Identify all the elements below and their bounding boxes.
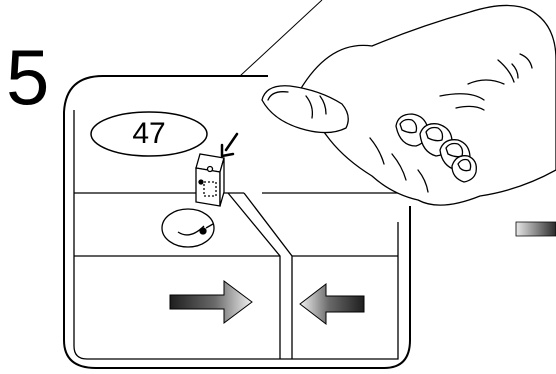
arrow-down-icon — [220, 132, 239, 158]
latch-part — [195, 153, 225, 207]
panel-frame — [63, 75, 411, 369]
part-number-label: 47 — [132, 117, 166, 150]
arrow-left-icon — [299, 282, 365, 326]
dash-icon — [515, 221, 556, 237]
hole-detail — [161, 208, 215, 248]
part-number-oval — [90, 111, 208, 157]
arrow-right-icon — [169, 280, 253, 324]
leader-line — [239, 0, 323, 77]
hand-icon — [261, 4, 556, 206]
step-number: 5 — [6, 33, 50, 121]
cabinet-lines — [73, 110, 399, 360]
